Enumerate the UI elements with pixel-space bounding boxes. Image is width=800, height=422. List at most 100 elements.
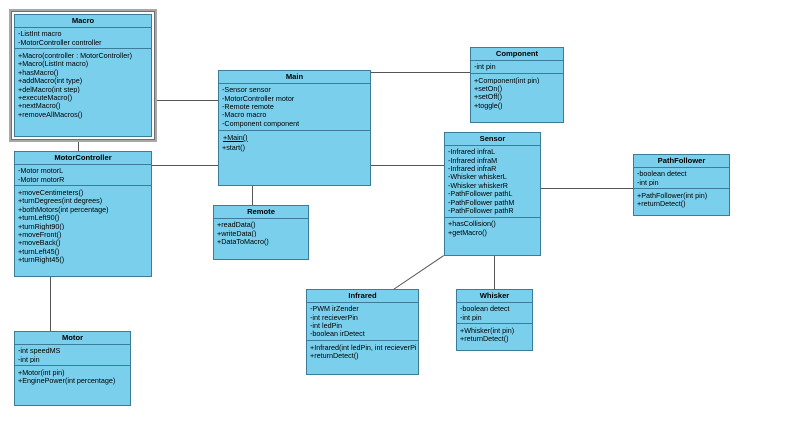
class-methods-motorcontroller: +moveCentimeters() +turnDegrees(int degr…	[15, 186, 151, 266]
class-box-infrared[interactable]: Infrared -PWM irZender -int recieverPin …	[306, 289, 419, 375]
class-attributes-sensor: -Infrared infraL -Infrared infraM -Infra…	[445, 146, 540, 218]
method-row: +Whisker(int pin)	[460, 326, 515, 335]
method-row: +turnLeft90()	[18, 213, 60, 222]
attribute-row: -Macro macro	[222, 110, 267, 120]
connector-motorcontroller-main	[152, 165, 218, 166]
class-box-pathfollower[interactable]: PathFollower -boolean detect -int pin +P…	[633, 154, 730, 216]
class-methods-pathfollower: +PathFollower(int pin) +returnDetect()	[634, 189, 729, 210]
class-title-whisker: Whisker	[457, 290, 532, 303]
method-row: +toggle()	[474, 101, 503, 110]
attribute-row: -PathFollower pathM	[448, 197, 515, 207]
class-title-component: Component	[471, 48, 563, 61]
method-row: +turnLeft45()	[18, 247, 60, 256]
attribute-row: -Infrared infraL	[448, 147, 496, 156]
attribute-row: -int speedMS	[18, 346, 61, 355]
class-box-macro[interactable]: Macro -ListInt macro -MotorController co…	[14, 14, 152, 137]
class-box-motorcontroller[interactable]: MotorController -Motor motorL -Motor mot…	[14, 151, 152, 277]
method-row: +Macro(controller : MotorController)	[18, 51, 133, 60]
class-methods-whisker: +Whisker(int pin) +returnDetect()	[457, 324, 532, 345]
attribute-row: -Whisker whiskerL	[448, 172, 507, 182]
class-box-component[interactable]: Component -int pin +Component(int pin) +…	[470, 47, 564, 123]
connector-macro-main	[156, 100, 218, 101]
method-row: +DataToMacro()	[217, 237, 269, 246]
attribute-row: -ListInt macro	[18, 29, 62, 38]
class-box-remote[interactable]: Remote +readData() +writeData() +DataToM…	[213, 205, 309, 260]
method-row: +getMacro()	[448, 228, 487, 237]
class-methods-infrared: +Infrared(int ledPin, int recieverPin) +…	[307, 341, 418, 362]
method-row: +Macro(ListInt macro)	[18, 59, 89, 69]
method-row: +moveBack()	[18, 238, 61, 248]
attribute-row: -Infrared infraR	[448, 164, 497, 173]
class-attributes-infrared: -PWM irZender -int recieverPin -int ledP…	[307, 303, 418, 342]
class-title-motor: Motor	[15, 332, 130, 345]
class-attributes-whisker: -boolean detect -int pin	[457, 303, 532, 325]
method-row: +Component(int pin)	[474, 75, 540, 85]
method-row: +moveCentimeters()	[18, 188, 84, 197]
attribute-row: -Motor motorR	[18, 174, 65, 184]
method-label: +Main()	[223, 133, 248, 142]
method-row: +Motor(int pin)	[18, 368, 65, 377]
method-row: +hasCollision()	[448, 219, 496, 229]
method-row: +writeData()	[217, 228, 257, 238]
attribute-row: -MotorController motor	[222, 93, 295, 103]
attribute-row: -int pin	[637, 177, 659, 187]
method-row: +returnDetect()	[310, 351, 359, 360]
method-row: +turnDegrees(int degrees)	[18, 196, 103, 206]
class-methods-sensor: +hasCollision() +getMacro()	[445, 218, 540, 239]
method-row: +turnRight90()	[18, 221, 65, 231]
class-title-remote: Remote	[214, 206, 308, 219]
method-row: +readData()	[217, 220, 256, 229]
method-row: +returnDetect()	[460, 334, 509, 344]
method-row: +EnginePower(int percentage)	[18, 376, 116, 386]
connector-sensor-infrared	[392, 255, 444, 291]
connector-main-remote	[252, 186, 253, 205]
attribute-row: -int pin	[474, 62, 496, 71]
class-box-whisker[interactable]: Whisker -boolean detect -int pin +Whiske…	[456, 289, 533, 351]
class-box-main[interactable]: Main -Sensor sensor -MotorController mot…	[218, 70, 371, 186]
attribute-row: -MotorController controller	[18, 37, 102, 47]
class-box-sensor[interactable]: Sensor -Infrared infraL -Infrared infraM…	[444, 132, 541, 256]
method-row: +setOff()	[474, 92, 503, 102]
class-methods-macro: +Macro(controller : MotorController) +Ma…	[15, 49, 151, 120]
method-row: +delMacro(int step)	[18, 84, 80, 94]
method-row: +setOn()	[474, 84, 503, 93]
method-row: +executeMacro()	[18, 93, 73, 102]
attribute-row: -boolean detect	[637, 169, 687, 178]
class-title-infrared: Infrared	[307, 290, 418, 303]
method-row: +returnDetect()	[637, 199, 686, 209]
connector-main-sensor	[371, 165, 444, 166]
connector-macro-motorcontroller	[78, 141, 79, 151]
class-attributes-macro: -ListInt macro -MotorController controll…	[15, 28, 151, 50]
class-attributes-main: -Sensor sensor -MotorController motor -R…	[219, 84, 370, 131]
attribute-row: -Whisker whiskerR	[448, 181, 508, 190]
attribute-row: -Infrared infraM	[448, 155, 498, 165]
method-row: +bothMotors(int percentage)	[18, 205, 109, 214]
class-methods-motor: +Motor(int pin) +EnginePower(int percent…	[15, 366, 130, 387]
method-row-static: +Main()	[221, 133, 369, 144]
connector-main-component	[371, 72, 470, 73]
class-attributes-motor: -int speedMS -int pin	[15, 345, 130, 367]
class-methods-main: +Main() +start()	[219, 131, 370, 154]
method-row: +hasMacro()	[18, 68, 59, 77]
class-title-motorcontroller: MotorController	[15, 152, 151, 165]
class-title-macro: Macro	[15, 15, 151, 28]
class-title-sensor: Sensor	[445, 133, 540, 146]
attribute-row: -int pin	[18, 354, 40, 364]
attribute-row: -int recieverPin	[310, 312, 358, 322]
attribute-row: -PathFollower pathL	[448, 189, 513, 198]
attribute-row: -int ledPin	[310, 321, 342, 330]
attribute-row: -PWM irZender	[310, 304, 359, 313]
connector-motorcontroller-motor	[50, 277, 51, 331]
connector-sensor-pathfollower	[541, 188, 633, 189]
class-title-main: Main	[219, 71, 370, 84]
class-box-motor[interactable]: Motor -int speedMS -int pin +Motor(int p…	[14, 331, 131, 406]
selection-frame-macro	[9, 9, 157, 142]
attribute-row: -Remote remote	[222, 102, 274, 111]
connector-sensor-whisker	[494, 256, 495, 289]
method-row: +turnRight45()	[18, 255, 65, 264]
class-methods-remote: +readData() +writeData() +DataToMacro()	[214, 219, 308, 248]
class-methods-component: +Component(int pin) +setOn() +setOff() +…	[471, 74, 563, 112]
class-attributes-component: -int pin	[471, 61, 563, 74]
attribute-row: -Sensor sensor	[222, 85, 271, 94]
